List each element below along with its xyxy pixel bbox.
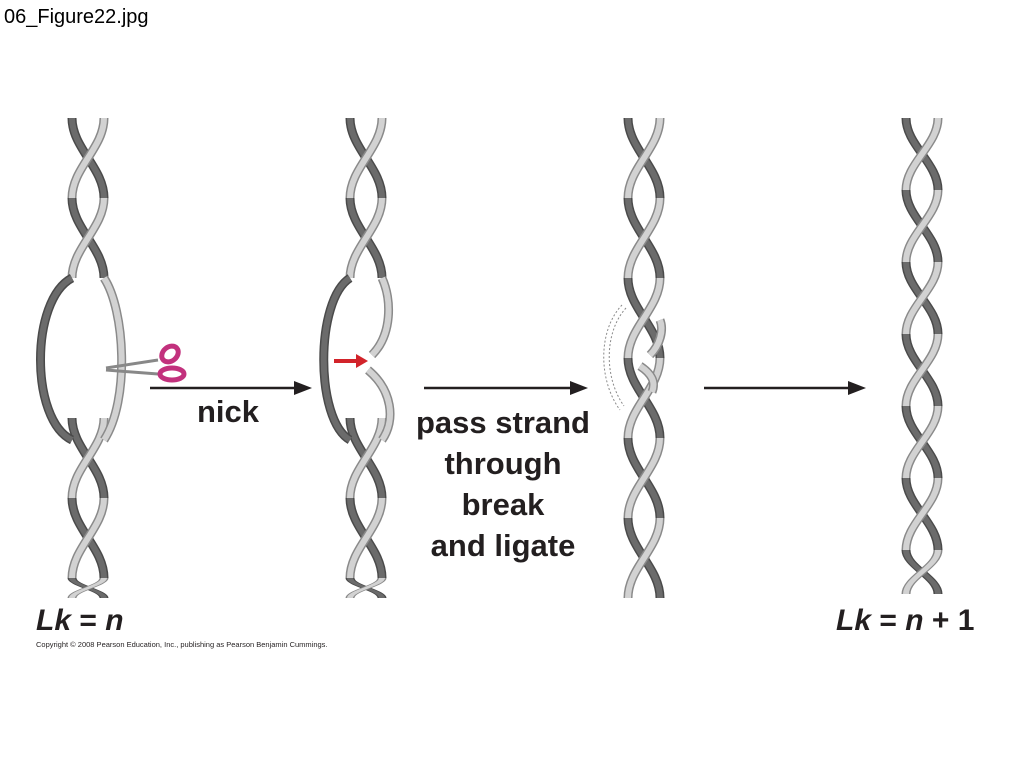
red-arrow-icon (334, 354, 368, 368)
lk-variable: n (905, 604, 924, 637)
arrow-pass-strand (424, 381, 588, 395)
lk-variable: n (105, 604, 124, 637)
lk-equals: = (871, 604, 906, 637)
scissors-icon (105, 343, 187, 383)
lk-symbol: Lk (836, 604, 872, 637)
linking-number-end: Lk = n + 1 (836, 604, 974, 638)
pass-label-line: break (461, 487, 545, 522)
arrow-result (704, 381, 866, 395)
linking-number-start: Lk = n (36, 604, 124, 638)
pass-label-line: pass strand (415, 405, 590, 440)
nick-label: nick (196, 394, 260, 429)
helix-4 (906, 118, 938, 594)
helix-3 (603, 118, 667, 598)
helix-2 (319, 118, 395, 598)
pass-label-line: through (444, 446, 562, 481)
helix-1 (36, 118, 127, 598)
pass-label-line: and ligate (430, 528, 576, 563)
arrow-nick (150, 381, 312, 395)
lk-increment: + 1 (923, 604, 975, 637)
pass-strand-label: pass strand through break and ligate (398, 402, 608, 566)
lk-equals: = (71, 604, 106, 637)
copyright-notice: Copyright © 2008 Pearson Education, Inc.… (36, 640, 328, 649)
lk-symbol: Lk (36, 604, 72, 637)
figure-filename: 06_Figure22.jpg (4, 6, 149, 28)
